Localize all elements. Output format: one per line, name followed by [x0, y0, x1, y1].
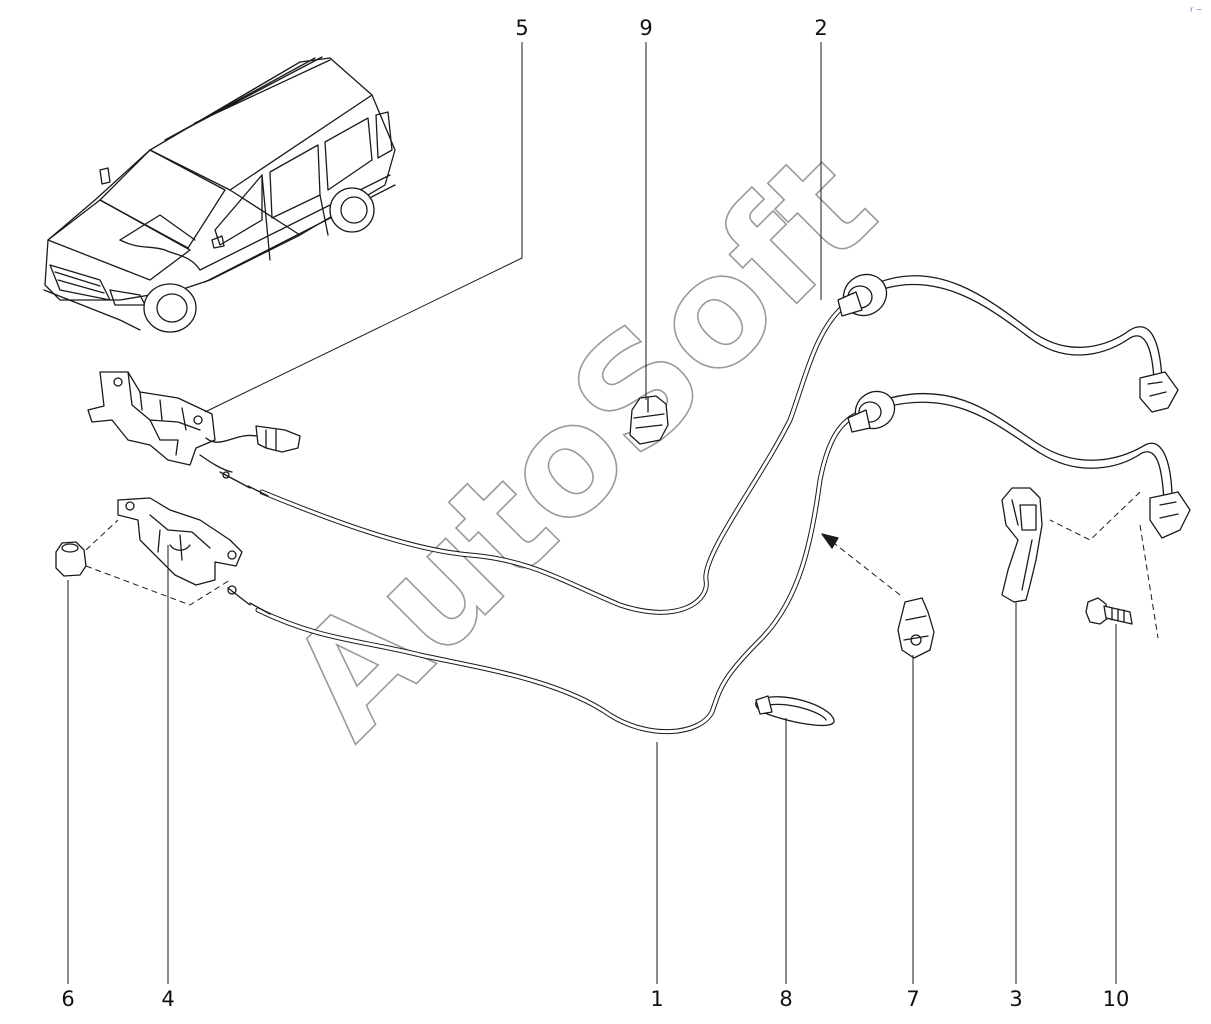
callout-6: 6 [61, 987, 74, 1011]
callout-8: 8 [779, 987, 792, 1011]
release-cables [219, 275, 1173, 734]
callout-5: 5 [515, 16, 528, 40]
callout-10: 10 [1103, 987, 1130, 1011]
assembly-line-left [85, 519, 231, 606]
part-4-lower-latch [117, 497, 243, 586]
part-5-bonnet-latch [87, 371, 301, 473]
callout-1: 1 [650, 987, 663, 1011]
part-2-cable-grommets [837, 273, 1191, 539]
part-7-clip [821, 533, 935, 659]
callout-4: 4 [161, 987, 174, 1011]
part-10-bolt [1085, 597, 1133, 625]
part-8-strap [755, 695, 835, 727]
callout-9: 9 [639, 16, 652, 40]
callout-3: 3 [1009, 987, 1022, 1011]
part-6-grommet [55, 541, 87, 577]
corner-mark: r ~ [1190, 5, 1203, 14]
callout-2: 2 [814, 16, 827, 40]
part-3-release-handle [1001, 487, 1043, 603]
callout-7: 7 [906, 987, 919, 1011]
part-9-grommet [629, 395, 669, 445]
vehicle-illustration [43, 56, 396, 333]
leader-lines [67, 42, 1117, 984]
